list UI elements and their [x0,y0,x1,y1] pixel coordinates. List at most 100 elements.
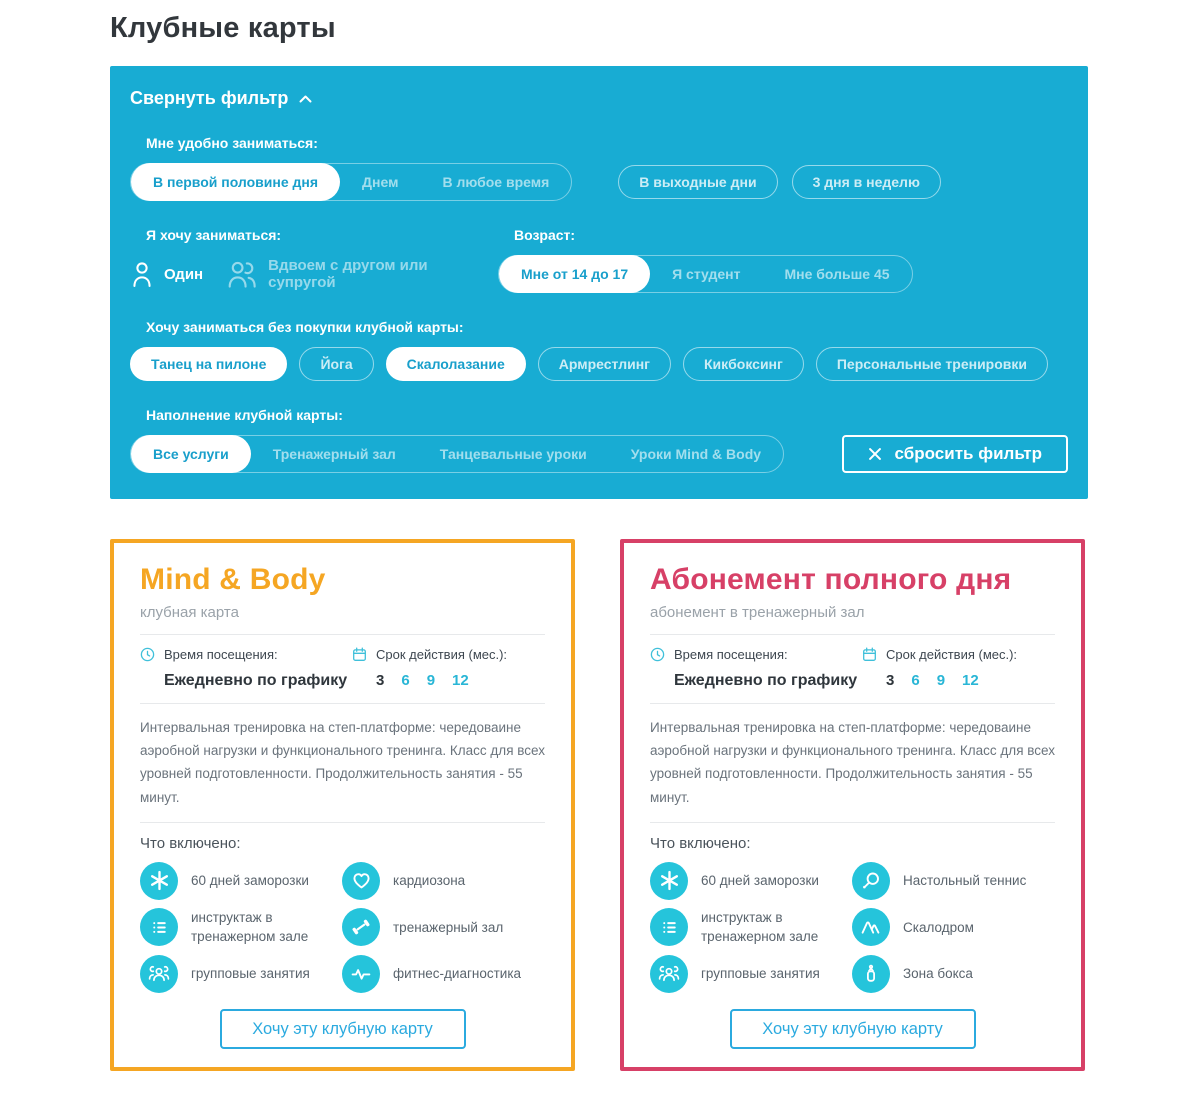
group-people-icon [140,955,178,993]
features-list: 60 дней заморозки Настольный теннис инст… [650,861,1055,993]
boxing-bag-icon [852,955,890,993]
duration-option-6[interactable]: 6 [911,672,920,689]
pill-age-45-plus[interactable]: Мне больше 45 [784,266,890,282]
dumbbell-icon [342,908,380,947]
snowflake-icon [140,861,178,900]
feature-label: Настольный теннис [903,873,1027,889]
feature-label: Скалодром [903,919,974,935]
checklist-icon [650,908,688,947]
option-alone[interactable]: Один [130,260,203,289]
visit-time-label: Время посещения: [674,647,788,662]
card-title: Абонемент полного дня [650,563,1012,596]
feature-climbing-wall: Скалодром [852,908,1055,947]
pill-anytime[interactable]: В любое время [442,174,550,190]
page-content: Клубные карты Свернуть фильтр Мне удобно… [110,0,1088,1071]
feature-group-classes: групповые занятия [650,955,852,993]
pill-mind-body-lessons[interactable]: Уроки Mind & Body [630,446,762,462]
visit-time-value: Ежедневно по графику [674,672,858,689]
collapse-filter-label: Свернуть фильтр [130,88,289,108]
pill-pole-dance[interactable]: Танец на пилоне [130,347,288,381]
card-title: Mind & Body [140,563,326,596]
included-label: Что включено: [650,834,751,852]
duration-option-12[interactable]: 12 [452,672,469,689]
duration-option-3[interactable]: 3 [886,672,895,689]
visit-time-label: Время посещения: [164,647,278,662]
feature-cardio-zone: кардиозона [342,861,545,900]
visit-time-value: Ежедневно по графику [164,672,348,689]
chevron-up-icon [299,95,312,103]
reset-filter-button[interactable]: сбросить фильтр [841,435,1068,473]
feature-label: Зона бокса [903,966,973,982]
content-label: Наполнение клубной карты: [146,407,343,423]
pill-three-days-week[interactable]: 3 дня в неделю [791,165,941,199]
age-pill-group: Мне от 14 до 17 Я студент Мне больше 45 [498,255,913,293]
age-label: Возраст: [514,227,576,243]
divider [650,634,1055,635]
collapse-filter-toggle[interactable]: Свернуть фильтр [130,88,312,109]
feature-label: групповые занятия [191,966,310,982]
cta-button-mind-body[interactable]: Хочу эту клубную карту [219,1009,466,1049]
card-subtitle: абонемент в тренажерный зал [650,604,865,621]
feature-label: инструктаж в тренажерном зале [191,909,309,945]
pill-all-services[interactable]: Все услуги [131,435,251,473]
page-title: Клубные карты [110,12,336,44]
feature-label: 60 дней заморозки [191,873,309,889]
card-subtitle: клубная карта [140,604,239,621]
feature-gym-instruction: инструктаж в тренажерном зале [140,908,342,947]
feature-label: групповые занятия [701,966,820,982]
feature-label: кардиозона [393,873,466,889]
clock-icon [140,647,155,662]
age-block: Возраст: Мне от 14 до 17 Я студент Мне б… [498,201,913,293]
heart-icon [342,861,380,900]
pill-gym[interactable]: Тренажерный зал [272,446,396,462]
duration-option-12[interactable]: 12 [962,672,979,689]
group-people-icon [650,955,688,993]
duration-option-9[interactable]: 9 [936,672,946,689]
duration-option-6[interactable]: 6 [401,672,410,689]
nocard-label: Хочу заниматься без покупки клубной карт… [146,319,464,335]
feature-table-tennis: Настольный теннис [852,861,1055,900]
pill-yoga[interactable]: Йога [299,347,374,381]
close-icon [868,447,882,461]
pill-weekends[interactable]: В выходные дни [618,165,778,199]
option-alone-label: Один [164,265,204,283]
two-persons-icon [225,260,258,289]
mountain-icon [852,908,890,947]
card-mind-body: Mind & Body клубная карта Время посещени… [110,539,575,1071]
duration-label: Срок действия (мес.): [376,647,508,662]
pulse-icon [342,955,380,993]
pill-kickboxing[interactable]: Кикбоксинг [682,347,804,381]
cta-button-full-day[interactable]: Хочу эту клубную карту [729,1009,976,1049]
clock-icon [650,647,665,662]
pill-armwrestling[interactable]: Армрестлинг [537,347,671,381]
duration-option-9[interactable]: 9 [426,672,436,689]
feature-boxing-zone: Зона бокса [852,955,1055,993]
feature-freeze-days: 60 дней заморозки [140,861,342,900]
duration-option-3[interactable]: 3 [376,672,385,689]
pill-student[interactable]: Я студент [672,266,741,282]
feature-fitness-diagnostics: фитнес-диагностика [342,955,545,993]
checklist-icon [140,908,178,947]
pill-morning[interactable]: В первой половине дня [131,163,341,201]
pill-daytime[interactable]: Днем [362,174,399,190]
filter-panel: Свернуть фильтр Мне удобно заниматься: В… [110,66,1088,499]
feature-label: тренажерный зал [393,919,504,935]
divider [650,821,1055,823]
calendar-icon [352,647,367,662]
cards-row: Mind & Body клубная карта Время посещени… [110,539,1088,1071]
divider [650,703,1055,704]
card-description: Интервальная тренировка на степ-платформ… [140,720,545,805]
pill-personal-training[interactable]: Персональные тренировки [815,347,1048,381]
feature-group-classes: групповые занятия [140,955,342,993]
pill-climbing[interactable]: Скалолазание [385,347,526,381]
schedule-label: Мне удобно заниматься: [146,135,318,151]
snowflake-icon [650,861,688,900]
included-label: Что включено: [140,834,241,852]
pill-age-14-17[interactable]: Мне от 14 до 17 [499,255,651,293]
feature-freeze-days: 60 дней заморозки [650,861,852,900]
schedule-pill-group: В первой половине дня Днем В любое время [130,163,573,201]
option-with-partner-label: Вдвоем с другом или супругой [268,257,428,291]
option-with-partner[interactable]: Вдвоем с другом или супругой [225,257,498,291]
card-description: Интервальная тренировка на степ-платформ… [650,720,1055,805]
pill-dance-lessons[interactable]: Танцевальные уроки [439,446,587,462]
